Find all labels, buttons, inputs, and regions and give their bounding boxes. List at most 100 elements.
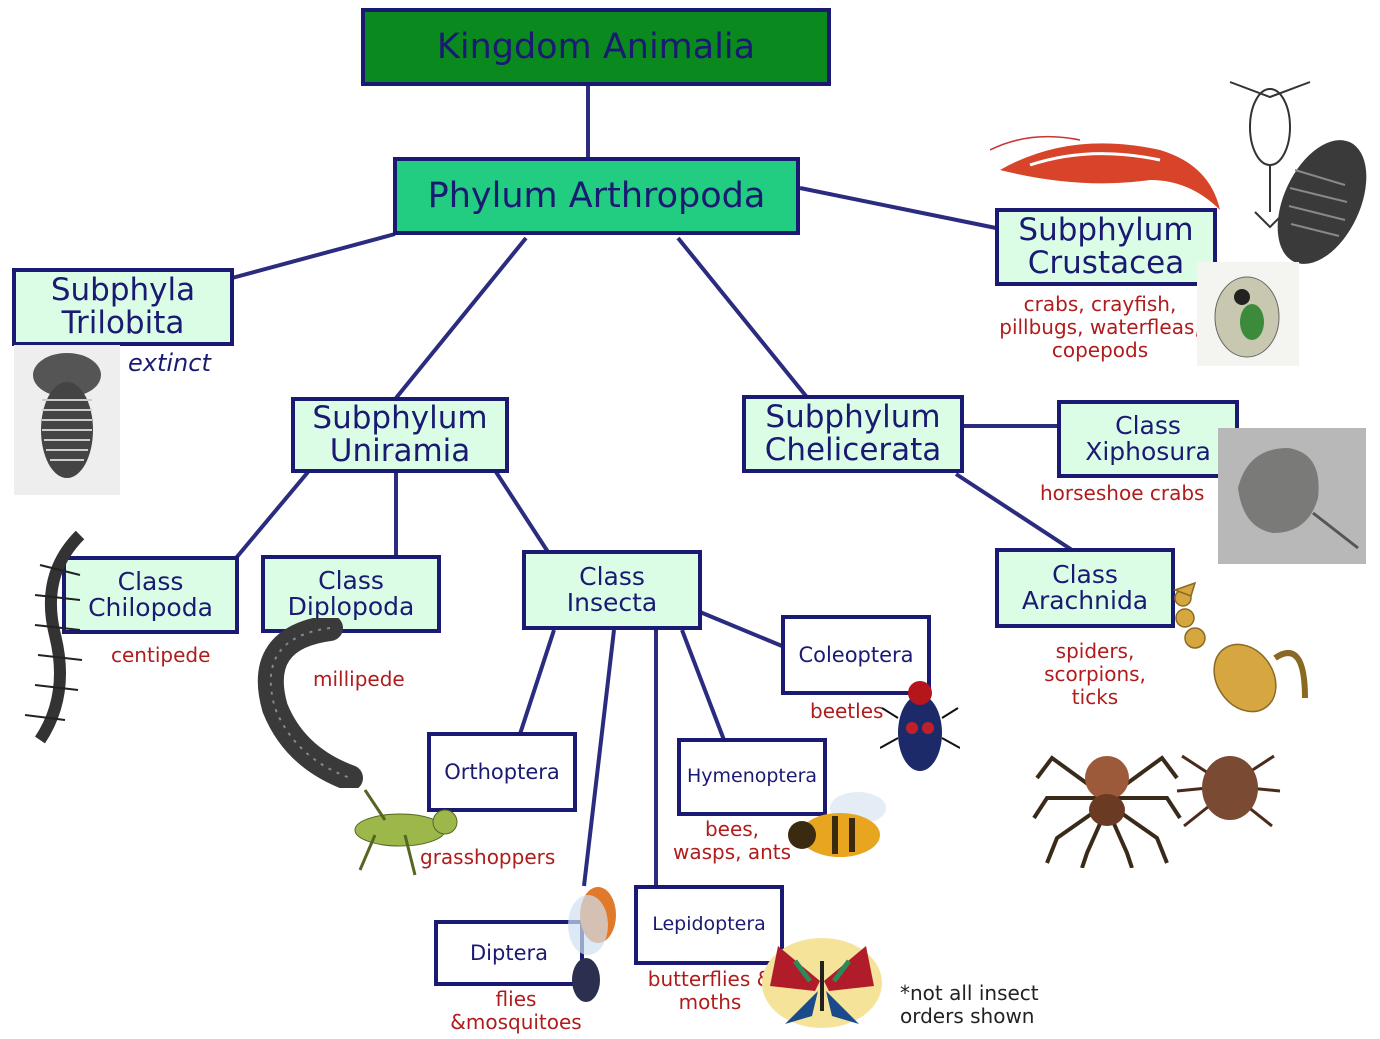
phylum-label: Phylum Arthropoda xyxy=(427,175,766,216)
crustacea-note-line1: crabs, crayfish, xyxy=(1023,292,1177,316)
phylum-arthropoda-box: Phylum Arthropoda xyxy=(393,157,800,235)
footnote-line2: orders shown xyxy=(900,1004,1035,1028)
chelicerata-label-line2: Chelicerata xyxy=(764,432,942,468)
footnote: *not all insect orders shown xyxy=(900,982,1039,1028)
order-diptera-box: Diptera xyxy=(434,920,584,986)
butterfly-illustration xyxy=(762,938,882,1028)
bee-illustration xyxy=(788,792,886,857)
diplopoda-label-line1: Class xyxy=(318,565,384,595)
waterflea-illustration xyxy=(1197,262,1299,366)
arachnida-label-line1: Class xyxy=(1052,559,1118,589)
crustacea-note-line3: copepods xyxy=(1051,338,1149,362)
order-hymenoptera-box: Hymenoptera xyxy=(677,738,827,816)
connector-phylum-trilobita xyxy=(231,232,396,280)
subphylum-uniramia-box: Subphylum Uniramia xyxy=(291,397,509,473)
connector-phylum-crustacea xyxy=(799,186,997,230)
trilobita-note-text: extinct xyxy=(128,349,211,377)
xiphosura-note: horseshoe crabs xyxy=(1040,482,1204,505)
diptera-label: Diptera xyxy=(470,940,548,965)
subphylum-crustacea-box: Subphylum Crustacea xyxy=(995,208,1217,286)
kingdom-animalia-box: Kingdom Animalia xyxy=(361,8,831,86)
orthoptera-note: grasshoppers xyxy=(420,846,555,869)
scorpion-illustration xyxy=(1172,581,1308,713)
crustacea-note: crabs, crayfish, pillbugs, waterfleas, c… xyxy=(994,293,1206,362)
connector-insecta-coleoptera xyxy=(699,610,783,648)
hymenoptera-note-line1: bees, xyxy=(704,817,760,841)
orthoptera-label: Orthoptera xyxy=(444,759,560,784)
arachnida-note-line1: spiders, xyxy=(1055,639,1135,663)
coleoptera-note-text: beetles xyxy=(810,699,884,723)
arachnida-label-line2: Arachnida xyxy=(1021,586,1149,615)
centipede-illustration xyxy=(24,530,85,744)
xiphosura-label-line2: Xiphosura xyxy=(1085,437,1211,466)
kingdom-label: Kingdom Animalia xyxy=(436,26,756,67)
lepidoptera-note: butterflies & moths xyxy=(645,968,775,1014)
hymenoptera-note-line2: wasps, ants xyxy=(672,840,792,864)
diptera-note-line2: &mosquitoes xyxy=(450,1010,582,1034)
footnote-line1: *not all insect xyxy=(900,981,1039,1005)
spider-illustration xyxy=(1032,755,1182,868)
orthoptera-note-text: grasshoppers xyxy=(420,845,556,869)
trilobita-label-line1: Subphyla xyxy=(50,272,196,309)
uniramia-label-line1: Subphylum xyxy=(312,400,488,437)
shrimp-illustration xyxy=(990,135,1220,210)
order-orthoptera-box: Orthoptera xyxy=(427,732,577,812)
hymenoptera-label: Hymenoptera xyxy=(686,765,818,788)
class-arachnida-box: Class Arachnida xyxy=(995,548,1175,628)
order-lepidoptera-box: Lepidoptera xyxy=(634,885,784,965)
trilobita-label-line2: Trilobita xyxy=(61,305,185,341)
insecta-label-line2: Insecta xyxy=(566,588,658,617)
crustacea-note-line2: pillbugs, waterfleas, xyxy=(999,315,1201,339)
connector-phylum-chelicerata xyxy=(676,236,808,398)
coleoptera-label: Coleoptera xyxy=(798,642,914,667)
crustacea-label-line2: Crustacea xyxy=(1027,245,1185,281)
connector-uniramia-chilopoda xyxy=(234,470,310,560)
tick-illustration xyxy=(1176,754,1281,828)
arachnida-note-line3: ticks xyxy=(1071,685,1119,709)
connector-insecta-orthoptera xyxy=(518,629,556,735)
arachnida-note-line2: scorpions, xyxy=(1044,662,1146,686)
arachnida-note: spiders, scorpions, ticks xyxy=(1040,640,1150,709)
order-coleoptera-box: Coleoptera xyxy=(781,615,931,695)
pillbug-illustration xyxy=(1277,140,1367,264)
uniramia-label-line2: Uniramia xyxy=(329,433,471,469)
connector-insecta-diptera xyxy=(582,629,616,887)
trilobite-illustration xyxy=(14,345,120,495)
chilopoda-note: centipede xyxy=(111,644,210,667)
class-diplopoda-box: Class Diplopoda xyxy=(261,555,441,633)
lepidoptera-note-line1: butterflies & xyxy=(647,967,773,991)
diplopoda-note: millipede xyxy=(313,668,405,691)
xiphosura-note-text: horseshoe crabs xyxy=(1040,481,1205,505)
chelicerata-label-line1: Subphylum xyxy=(765,399,941,436)
connector-uniramia-insecta xyxy=(494,470,550,554)
chilopoda-label-line2: Chilopoda xyxy=(88,593,213,622)
grasshopper-illustration xyxy=(354,789,458,876)
xiphosura-label-line1: Class xyxy=(1115,410,1181,440)
connector-chelicerata-arachnida xyxy=(954,472,1074,552)
class-insecta-box: Class Insecta xyxy=(522,550,702,630)
lepidoptera-note-line2: moths xyxy=(678,990,742,1014)
subphyla-trilobita-box: Subphyla Trilobita xyxy=(12,268,234,346)
class-xiphosura-box: Class Xiphosura xyxy=(1057,400,1239,478)
insecta-label-line1: Class xyxy=(579,561,645,591)
hymenoptera-note: bees, wasps, ants xyxy=(672,818,792,864)
coleoptera-note: beetles xyxy=(810,700,883,723)
class-chilopoda-box: Class Chilopoda xyxy=(62,556,239,634)
subphylum-chelicerata-box: Subphylum Chelicerata xyxy=(742,395,964,473)
fly-illustration xyxy=(568,887,616,1002)
diplopoda-label-line2: Diplopoda xyxy=(287,592,415,621)
connector-insecta-hymenoptera xyxy=(680,629,726,741)
lepidoptera-label: Lepidoptera xyxy=(652,913,766,936)
diptera-note: flies &mosquitoes xyxy=(446,988,586,1034)
horseshoe-crab-illustration xyxy=(1218,428,1366,564)
beetle-illustration xyxy=(880,681,960,771)
diplopoda-note-text: millipede xyxy=(313,667,405,691)
trilobita-note: extinct xyxy=(128,349,211,378)
chilopoda-label-line1: Class xyxy=(117,566,184,596)
millipede-illustration xyxy=(257,618,363,788)
connector-phylum-uniramia xyxy=(394,236,528,400)
diptera-note-line1: flies xyxy=(495,987,537,1011)
chilopoda-note-text: centipede xyxy=(111,643,211,667)
